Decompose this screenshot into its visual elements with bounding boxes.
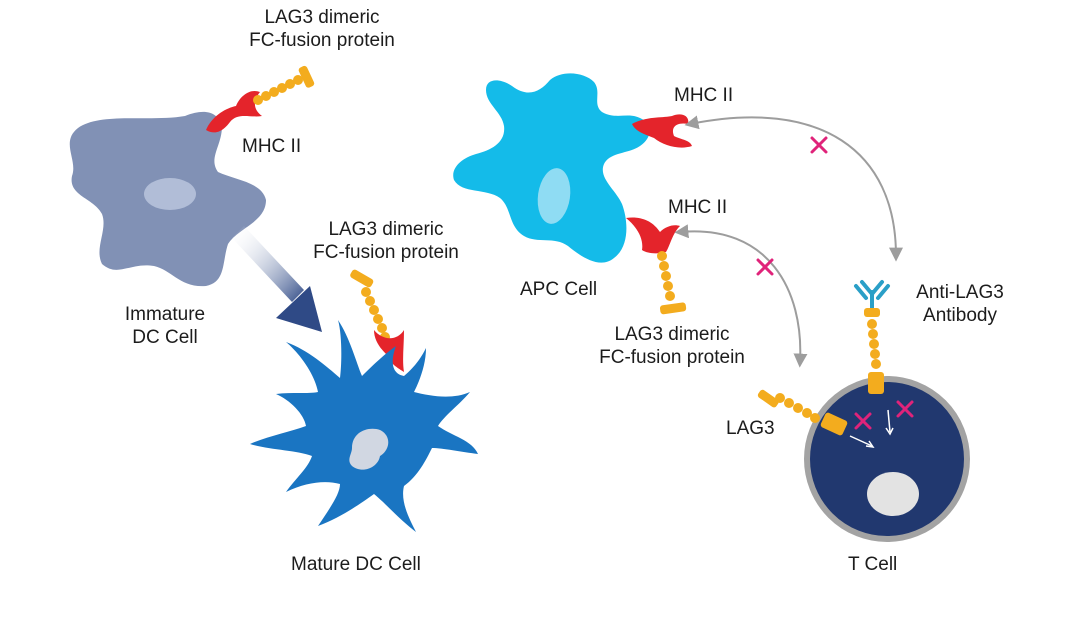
label-immature-dc-line1: Immature — [124, 304, 206, 325]
block-mark-top — [810, 136, 828, 154]
maturation-arrow — [232, 226, 322, 332]
t-cell-border — [804, 376, 970, 542]
label-anti-lag3-line1: Anti-LAG3 — [916, 282, 1004, 303]
apc-cell-nucleus — [537, 168, 571, 224]
label-mhc-ii-apc-top: MHC II — [674, 85, 734, 106]
t-cell — [804, 376, 970, 542]
lag3-receptor — [757, 389, 848, 436]
t-cell-signal-arrows — [849, 409, 894, 448]
mhc-ii-receptor-apc-bottom — [626, 217, 680, 254]
label-immature-dc-cell: Immature DC Cell — [100, 303, 230, 349]
label-t-cell: T Cell — [848, 554, 898, 575]
label-fusion-protein-top-line2: FC-fusion protein — [249, 30, 395, 51]
label-mhc-ii-apc-bottom: MHC II — [668, 197, 728, 218]
mature-dc-nucleus — [349, 428, 389, 470]
label-fusion-protein-middle: LAG3 dimeric FC-fusion protein — [296, 218, 476, 264]
t-cell-nucleus — [867, 472, 919, 516]
anti-lag3-antibody — [854, 280, 890, 310]
label-immature-dc-line2: DC Cell — [132, 327, 198, 348]
mhc-ii-receptor-mature — [374, 330, 404, 372]
t-cell-body — [809, 381, 965, 537]
label-mature-dc-cell: Mature DC Cell — [291, 554, 421, 575]
connector-arrow-top — [684, 115, 903, 262]
mature-dc-cell — [250, 320, 478, 532]
lag3-receptor-antibody-bound — [864, 308, 884, 394]
label-anti-lag3-line2: Antibody — [923, 305, 997, 326]
mhc-ii-receptor-apc-top — [632, 114, 692, 148]
label-fusion-protein-right: LAG3 dimeric FC-fusion protein — [582, 323, 762, 369]
label-apc-cell: APC Cell — [520, 279, 598, 300]
label-fusion-protein-middle-line1: LAG3 dimeric — [328, 219, 444, 240]
maturation-arrow-head — [276, 286, 322, 332]
fusion-protein-middle — [350, 269, 390, 342]
mature-dc-cell-body — [250, 320, 478, 532]
mhc-ii-cup-immature — [206, 90, 262, 133]
label-lag3: LAG3 — [726, 418, 775, 439]
immature-dc-nucleus — [144, 178, 196, 210]
apc-cell-body — [453, 73, 650, 263]
label-fusion-protein-right-line1: LAG3 dimeric — [614, 324, 730, 345]
label-fusion-protein-top: LAG3 dimeric FC-fusion protein — [232, 6, 412, 52]
fusion-protein-top — [253, 65, 315, 105]
label-fusion-protein-right-line2: FC-fusion protein — [599, 347, 745, 368]
fusion-protein-right — [657, 251, 687, 315]
label-mhc-ii-immature: MHC II — [242, 136, 302, 157]
label-fusion-protein-middle-line2: FC-fusion protein — [313, 242, 459, 263]
label-anti-lag3-antibody: Anti-LAG3 Antibody — [900, 281, 1020, 327]
connector-arrow-bottom — [674, 224, 808, 368]
label-fusion-protein-top-line1: LAG3 dimeric — [264, 7, 380, 28]
mhc-ii-receptor-immature — [206, 90, 262, 133]
apc-cell — [453, 73, 650, 263]
block-mark-bottom — [756, 258, 774, 276]
maturation-arrow-shaft — [232, 226, 304, 302]
immature-dc-cell — [69, 111, 266, 287]
t-cell-internal-blocks — [854, 400, 914, 430]
